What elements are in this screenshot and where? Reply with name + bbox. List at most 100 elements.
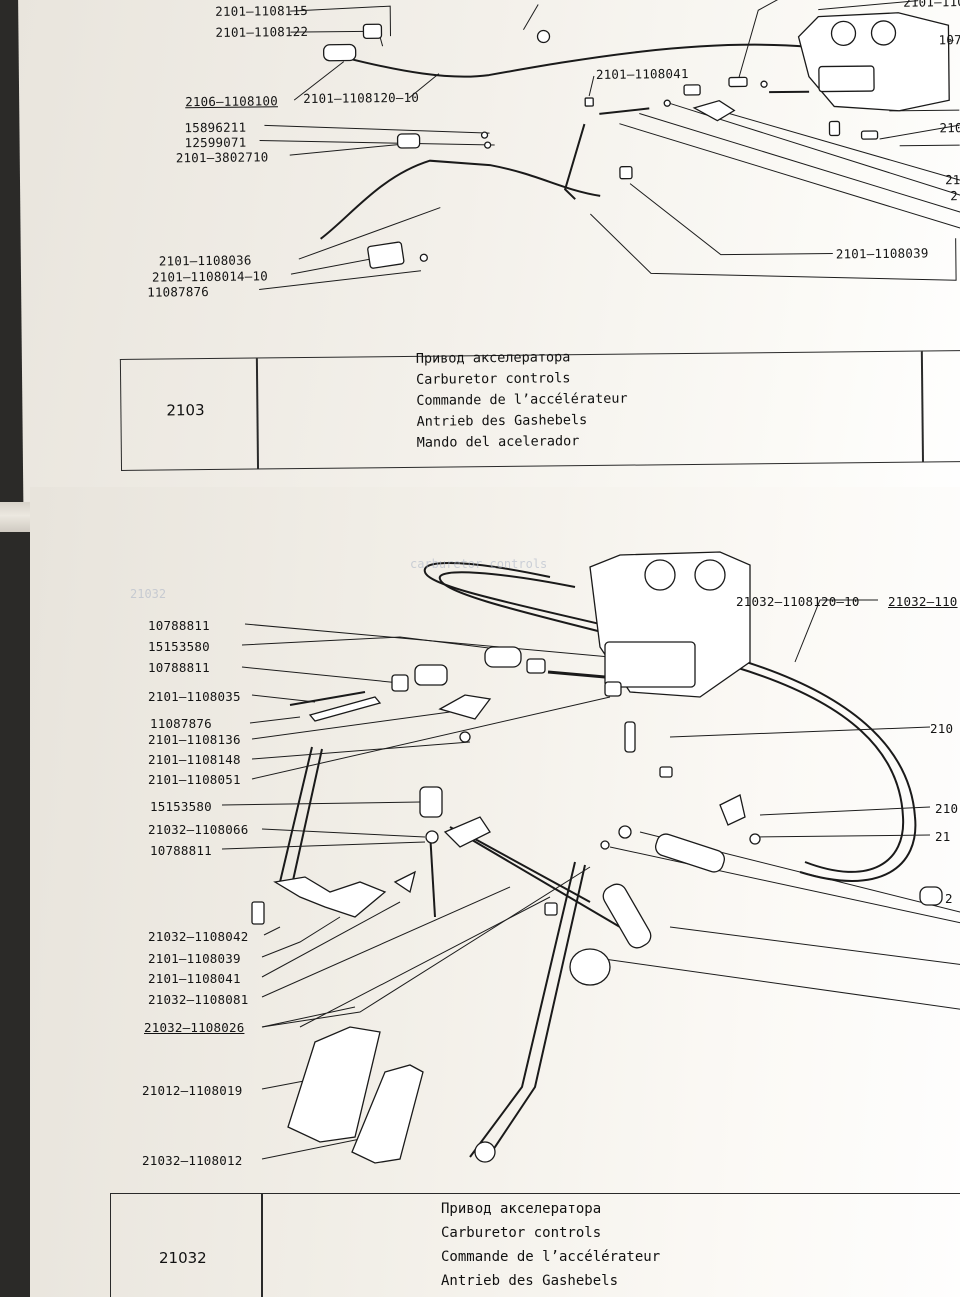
part-label: 21 [945, 172, 960, 187]
carburetor-throat [871, 21, 895, 45]
title-de: Antrieb des Gashebels [441, 1269, 660, 1293]
part-label: 2106–1108100 [185, 93, 278, 109]
washer-part [750, 834, 760, 844]
leader-line [264, 927, 280, 935]
washer-part [460, 732, 470, 742]
leader-line [264, 123, 489, 135]
part-label: 2101–1108036 [159, 253, 252, 269]
leader-line [523, 5, 538, 30]
title-en: Carburetor controls [441, 1221, 660, 1245]
part-label: 2101–1108136 [148, 732, 241, 747]
section-titles: Привод акселератора Carburetor controls … [441, 1197, 660, 1293]
clip-part [720, 795, 745, 825]
section-code: 21032 [159, 1249, 207, 1267]
part-label: 21032–1108120–10 [736, 594, 860, 609]
bleed-through-text: carburetor controls [410, 557, 547, 571]
washer-part [761, 81, 767, 87]
title-block-2103: 2103 Привод акселератора Carburetor cont… [120, 350, 960, 471]
leader-line [738, 0, 789, 77]
carburetor-throat [645, 560, 675, 590]
leader-line [260, 138, 495, 147]
title-en: Carburetor controls [416, 368, 628, 391]
part-label: 21032–110 [888, 594, 958, 609]
bushing-part [545, 903, 557, 915]
catalog-page-bottom: 21032 carburetor controls 10788811 15153… [30, 487, 960, 1297]
part-label: 11087876 [150, 716, 212, 731]
part-label: 10788811 [150, 843, 212, 858]
part-label: 2101–3802710 [176, 149, 269, 165]
part-label: 21032–1108081 [148, 992, 248, 1007]
leader-line [222, 842, 425, 849]
cable-end-part [653, 832, 726, 875]
part-label: 21 [935, 829, 950, 844]
leader-line [630, 181, 833, 255]
linkage-rod [599, 108, 649, 114]
screw-part [660, 767, 672, 777]
leader-line [262, 917, 340, 957]
leader-line [639, 110, 960, 215]
part-label: 2101–1108039 [148, 951, 241, 966]
washer-part [585, 98, 593, 106]
nut-part [527, 659, 545, 673]
nut-part [392, 675, 408, 691]
screw-part [548, 672, 605, 677]
part-label: 21032–1108066 [148, 822, 248, 837]
title-block-21032: 21032 Привод акселератора Carburetor con… [110, 1193, 960, 1297]
title-fr: Commande de l’accélérateur [416, 389, 628, 412]
nut-part [605, 682, 621, 696]
pedal-lever-arm [470, 862, 575, 1157]
part-label: 2101–1108115 [215, 3, 308, 19]
screw-part [862, 131, 878, 139]
title-fr: Commande de l’accélérateur [441, 1245, 660, 1269]
leader-line [252, 742, 470, 759]
leader-line [250, 717, 300, 723]
leader-line [262, 902, 400, 977]
washer-part [482, 132, 488, 138]
leader-line [709, 105, 960, 183]
washer-part [485, 142, 491, 148]
bushing-part [415, 665, 447, 685]
part-label: 2101–1108014–10 [152, 268, 268, 284]
bushing-part [420, 787, 442, 817]
title-ru: Привод акселератора [441, 1197, 660, 1221]
carburetor-base [605, 642, 695, 687]
part-label: 21012–1108019 [142, 1083, 242, 1098]
part-label: 11087876 [147, 284, 209, 300]
carburetor-throat [695, 560, 725, 590]
part-label: 210 [939, 120, 960, 135]
leader-line [589, 76, 594, 96]
bushing-part [485, 647, 521, 667]
clip-part [398, 134, 420, 148]
leader-line [259, 271, 421, 290]
pedal-shaft [450, 827, 620, 927]
part-label: 210 [930, 721, 953, 736]
part-label: 10788811 [148, 660, 210, 675]
part-label: 2 [950, 188, 958, 203]
lever-part [694, 101, 734, 121]
leader-line [755, 835, 930, 837]
leader-line [262, 897, 550, 1027]
linkage-rod [430, 832, 435, 917]
leader-line [900, 145, 960, 146]
leader-line [670, 727, 930, 737]
leader-line [242, 667, 400, 683]
leader-line [290, 144, 405, 155]
part-label: 2101–1108035 [148, 689, 241, 704]
leader-line [252, 712, 450, 739]
lever-part [440, 695, 490, 719]
leader-line [252, 695, 315, 702]
grommet-part [920, 887, 942, 905]
leader-line [610, 847, 960, 927]
bracket-part [252, 902, 264, 924]
section-code: 2103 [166, 401, 204, 419]
title-es: Mando del acelerador [417, 431, 629, 454]
part-label: 107 [938, 32, 960, 47]
part-label: 10788811 [148, 618, 210, 633]
washer-part [426, 831, 438, 843]
part-label: 21032–1108012 [142, 1153, 242, 1168]
part-label: 21032–1108042 [148, 929, 248, 944]
part-label: 15896211 [184, 120, 246, 136]
carburetor-throat [831, 21, 855, 45]
washer-part [664, 100, 670, 106]
leader-line [795, 600, 878, 662]
